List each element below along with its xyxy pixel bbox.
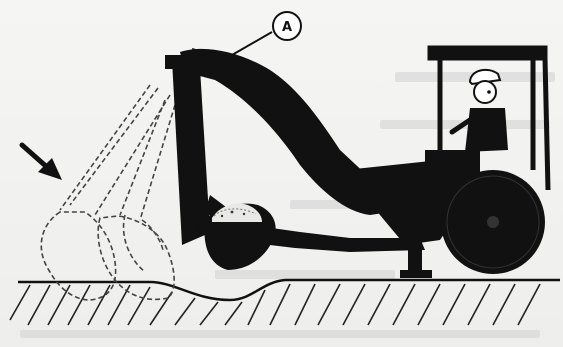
motion-arrow-icon xyxy=(22,145,62,180)
backhoe-machine-icon xyxy=(165,48,548,278)
bucket-icon xyxy=(204,203,275,270)
dipper-stick xyxy=(165,52,210,245)
rear-wheel-icon xyxy=(441,170,545,274)
ground-hatch-icon xyxy=(10,280,560,325)
callout-a: A xyxy=(232,12,301,55)
callout-label: A xyxy=(282,20,292,35)
ghost-bucket-icon xyxy=(41,85,175,300)
operator-icon xyxy=(452,70,508,152)
